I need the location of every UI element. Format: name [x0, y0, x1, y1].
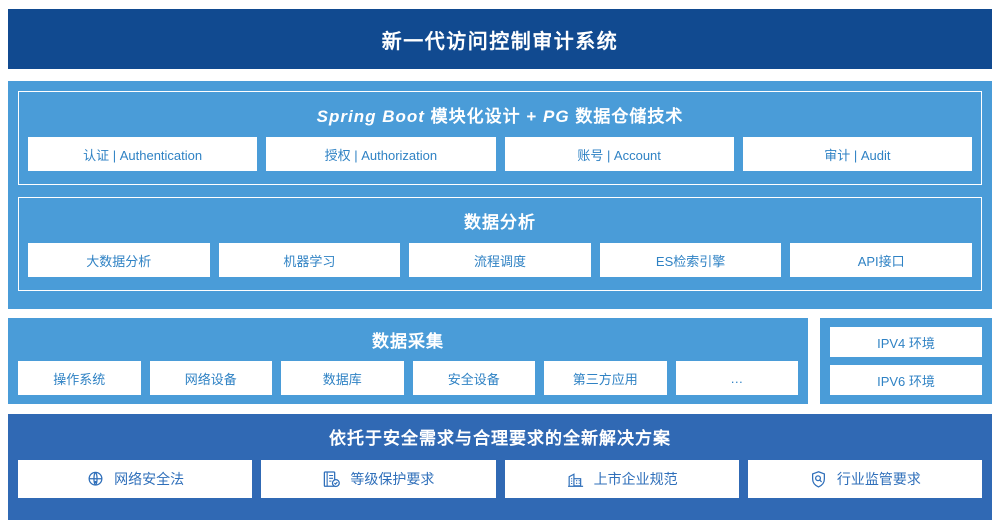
chip-classified-protection-requirement[interactable]: 等级保护要求 [261, 460, 496, 498]
chip-label: 认证 | Authentication [83, 147, 203, 163]
solution-heading: 依托于安全需求与合理要求的全新解决方案 [329, 429, 671, 448]
chip-label: 网络设备 [184, 371, 237, 387]
data-collection-heading: 数据采集 [372, 332, 444, 351]
chip-ipv4-environment[interactable]: IPV4 环境 [830, 327, 982, 357]
chip-audit[interactable]: 审计 | Audit [742, 137, 972, 171]
chip-label: 流程调度 [473, 253, 526, 269]
data-analysis-group: 数据分析 大数据分析 机器学习 流程调度 ES检索引擎 API接口 [18, 197, 982, 291]
spring-boot-heading: Spring Boot 模块化设计 + PG 数据仓储技术 [28, 102, 972, 127]
chip-big-data-analysis[interactable]: 大数据分析 [28, 243, 210, 277]
chip-security-device[interactable]: 安全设备 [412, 361, 535, 395]
chip-label: 行业监管要求 [836, 471, 921, 487]
system-title-bar: 新一代访问控制审计系统 [8, 9, 992, 69]
spring-boot-heading-post: 数据仓储技术 [569, 107, 684, 126]
shield-search-icon [809, 470, 828, 489]
chip-label: 数据库 [322, 371, 362, 387]
spring-boot-heading-mid: 模块化设计 + [424, 107, 544, 126]
chip-label: 第三方应用 [572, 371, 638, 387]
data-analysis-heading: 数据分析 [464, 213, 536, 232]
spring-boot-chip-row: 认证 | Authentication 授权 | Authorization 账… [28, 137, 972, 171]
chip-label: 大数据分析 [86, 253, 152, 269]
environment-panel: IPV4 环境 IPV6 环境 [820, 318, 992, 404]
spring-boot-group: Spring Boot 模块化设计 + PG 数据仓储技术 认证 | Authe… [18, 91, 982, 185]
document-check-icon [322, 470, 341, 489]
chip-label: 操作系统 [53, 371, 106, 387]
chip-third-party-application[interactable]: 第三方应用 [544, 361, 667, 395]
chip-authorization[interactable]: 授权 | Authorization [266, 137, 496, 171]
chip-label: 审计 | Audit [824, 147, 891, 163]
chip-label: IPV6 环境 [877, 373, 935, 389]
chip-label: IPV4 环境 [877, 335, 935, 351]
chip-industry-regulation-requirement[interactable]: 行业监管要求 [747, 460, 982, 498]
chip-label: 等级保护要求 [350, 471, 435, 487]
data-collection-panel: 数据采集 操作系统 网络设备 数据库 安全设备 第三方应用 … [8, 318, 808, 404]
chip-label: 网络安全法 [114, 471, 185, 487]
chip-operating-system[interactable]: 操作系统 [18, 361, 141, 395]
chip-label: 机器学习 [283, 253, 336, 269]
solution-panel: 依托于安全需求与合理要求的全新解决方案 网络安全法 [8, 414, 992, 520]
chip-database[interactable]: 数据库 [281, 361, 404, 395]
data-collection-chip-row: 操作系统 网络设备 数据库 安全设备 第三方应用 … [18, 361, 798, 395]
page-title: 新一代访问控制审计系统 [381, 30, 619, 53]
data-analysis-chip-row: 大数据分析 机器学习 流程调度 ES检索引擎 API接口 [28, 243, 972, 277]
chip-more-ellipsis[interactable]: … [675, 361, 798, 395]
chip-label: … [730, 370, 744, 386]
solution-chip-row: 网络安全法 等级保护要求 [18, 460, 982, 498]
chip-account[interactable]: 账号 | Account [504, 137, 734, 171]
chip-authentication[interactable]: 认证 | Authentication [28, 137, 258, 171]
chip-label: 授权 | Authorization [324, 147, 438, 163]
chip-label: 上市企业规范 [593, 471, 678, 487]
spring-boot-heading-pg: PG [543, 107, 570, 126]
chip-network-device[interactable]: 网络设备 [149, 361, 272, 395]
chip-label: ES检索引擎 [655, 253, 726, 269]
chip-label: 账号 | Account [577, 147, 661, 163]
spring-boot-heading-pre: Spring Boot [316, 107, 425, 126]
globe-icon [86, 470, 105, 489]
chip-label: API接口 [857, 253, 905, 269]
chip-ipv6-environment[interactable]: IPV6 环境 [830, 365, 982, 395]
chip-cybersecurity-law[interactable]: 网络安全法 [18, 460, 253, 498]
chip-process-scheduling[interactable]: 流程调度 [409, 243, 591, 277]
chip-machine-learning[interactable]: 机器学习 [218, 243, 401, 277]
building-icon [566, 470, 585, 489]
chip-label: 安全设备 [447, 371, 500, 387]
chip-listed-enterprise-standard[interactable]: 上市企业规范 [504, 460, 739, 498]
platform-panel: Spring Boot 模块化设计 + PG 数据仓储技术 认证 | Authe… [8, 81, 992, 309]
chip-api-interface[interactable]: API接口 [790, 243, 972, 277]
chip-es-search-engine[interactable]: ES检索引擎 [599, 243, 782, 277]
